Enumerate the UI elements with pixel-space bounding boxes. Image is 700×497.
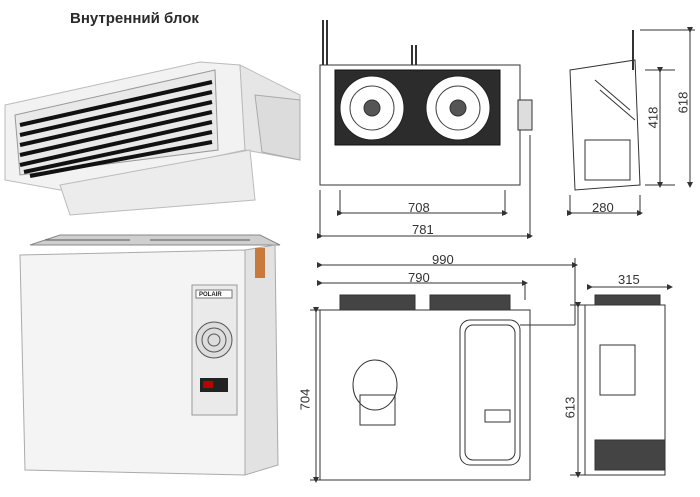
indoor-unit-photo <box>4 61 301 216</box>
indoor-front-drawing <box>317 20 533 239</box>
indoor-side-drawing <box>567 27 695 216</box>
indoor-depth: 280 <box>592 200 614 215</box>
outdoor-width-total: 990 <box>432 252 454 267</box>
indoor-height-total: 618 <box>675 91 691 114</box>
indoor-width-total: 781 <box>412 222 434 237</box>
brand-label: POLAIR <box>199 292 222 298</box>
outdoor-width-body: 790 <box>408 270 430 285</box>
outdoor-unit-photo: POLAIR <box>19 234 281 476</box>
outdoor-side-height: 613 <box>562 396 578 419</box>
page-title: Внутренний блок <box>70 10 199 27</box>
outdoor-depth: 315 <box>618 272 640 287</box>
outdoor-side-drawing <box>570 284 673 478</box>
outdoor-height: 704 <box>297 388 313 411</box>
outdoor-front-drawing <box>310 258 578 483</box>
indoor-width-inner: 708 <box>408 200 430 215</box>
indoor-height-body: 418 <box>645 106 661 129</box>
